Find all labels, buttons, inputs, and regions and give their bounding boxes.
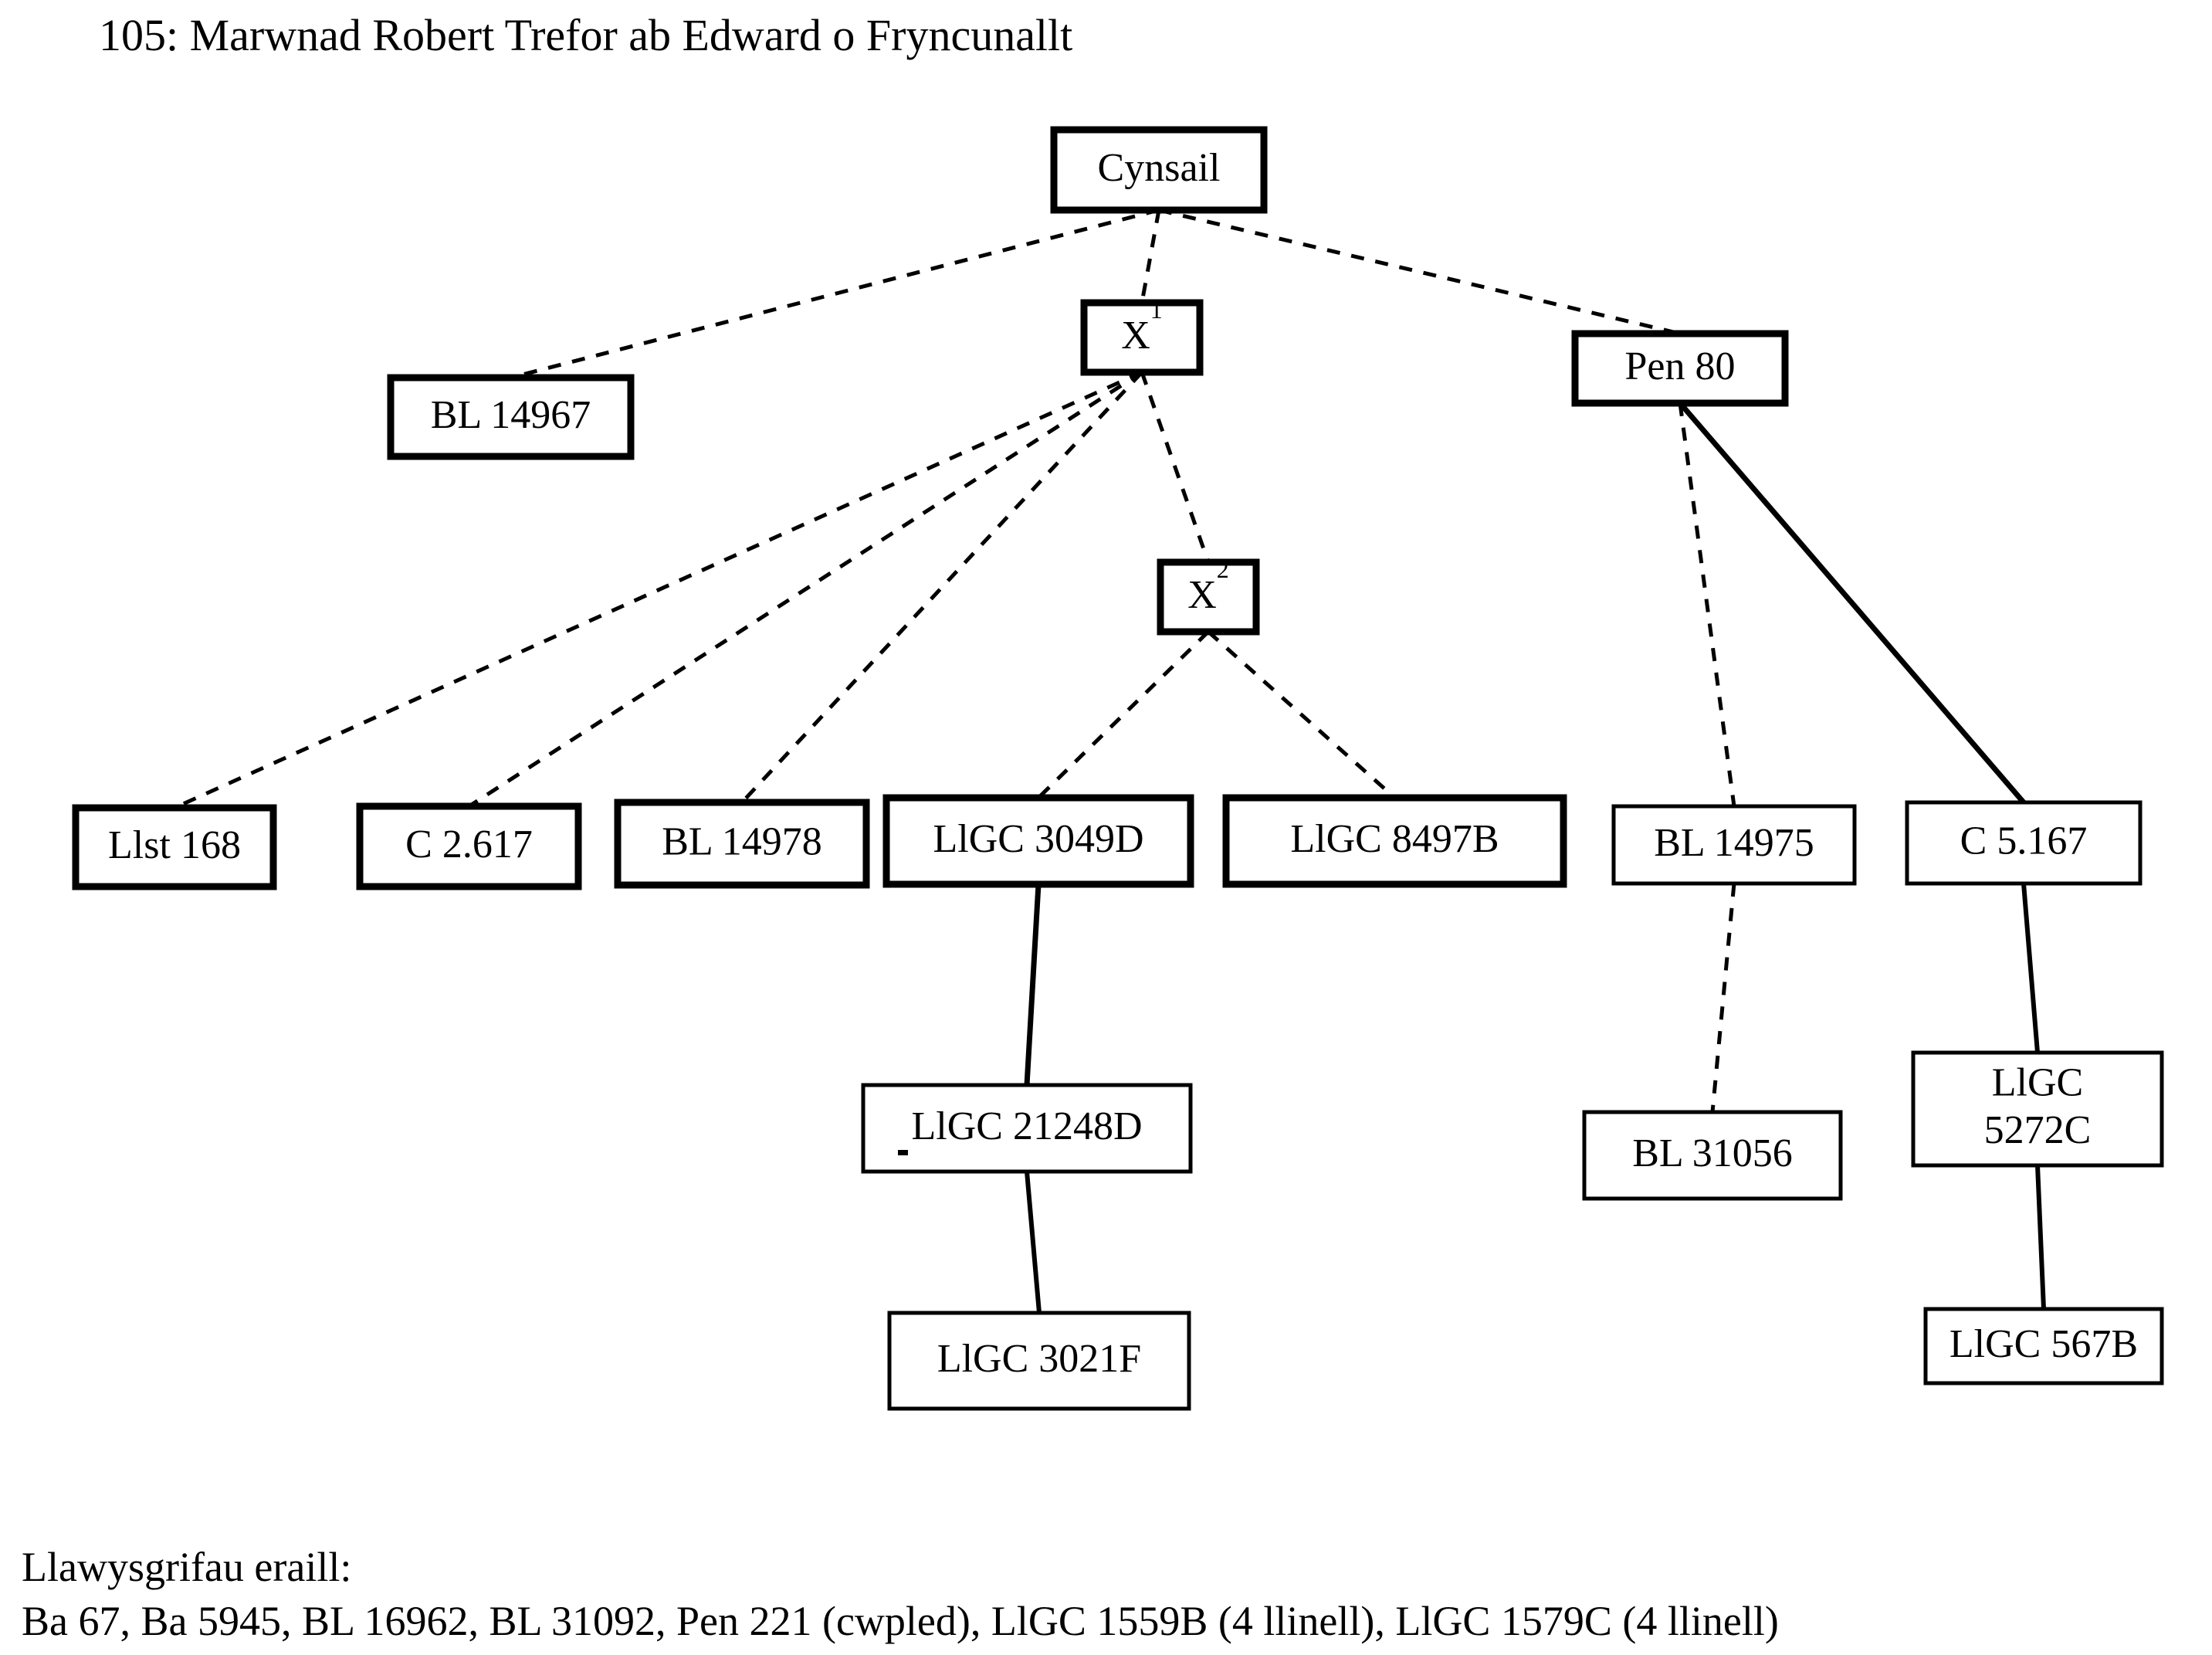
node-c5167[interactable]: C 5.167 bbox=[1905, 800, 2143, 886]
node-box-x1 bbox=[1080, 299, 1204, 376]
node-box-llst168 bbox=[72, 804, 277, 890]
node-llgc3049d[interactable]: LlGC 3049D bbox=[882, 794, 1194, 888]
node-box-bl14978 bbox=[614, 799, 870, 889]
node-box-pen80 bbox=[1571, 330, 1789, 407]
edge-cynsail-to-x1 bbox=[1140, 209, 1161, 304]
node-label-llgc5272c-line2: 5272C bbox=[1984, 1108, 2092, 1152]
node-bl14975[interactable]: BL 14975 bbox=[1611, 804, 1857, 886]
node-label-c5167: C 5.167 bbox=[1960, 819, 2088, 863]
edge-pen80-to-c5167 bbox=[1678, 401, 2026, 805]
node-label-c2617: C 2.617 bbox=[405, 822, 533, 867]
node-box-x2 bbox=[1157, 558, 1260, 636]
node-llgc8497b[interactable]: LlGC 8497B bbox=[1222, 794, 1567, 888]
node-label-bl14978: BL 14978 bbox=[662, 819, 822, 863]
node-box-llgc567b bbox=[1923, 1307, 2164, 1385]
node-x2[interactable]: X2 bbox=[1157, 555, 1260, 636]
node-box-llgc3021f bbox=[887, 1311, 1191, 1411]
edge-x1-to-c2617 bbox=[468, 370, 1143, 809]
footer-heading: Llawysgrifau eraill: bbox=[22, 1544, 351, 1590]
edge-bl14975-to-bl31056 bbox=[1710, 883, 1736, 1113]
node-bl14978[interactable]: BL 14978 bbox=[614, 799, 870, 889]
node-cynsail[interactable]: Cynsail bbox=[1050, 126, 1268, 214]
node-llst168[interactable]: Llst 168 bbox=[72, 804, 277, 890]
edge-x1-to-x2 bbox=[1140, 371, 1211, 563]
edges-layer bbox=[173, 208, 2046, 1314]
node-x1[interactable]: X1 bbox=[1080, 296, 1204, 376]
node-label-pen80: Pen 80 bbox=[1625, 344, 1736, 388]
node-box-bl14975 bbox=[1611, 804, 1857, 886]
node-c2617[interactable]: C 2.617 bbox=[356, 802, 582, 890]
node-bl31056[interactable]: BL 31056 bbox=[1582, 1110, 1843, 1201]
node-box-bl31056 bbox=[1582, 1110, 1843, 1201]
node-label-llst168: Llst 168 bbox=[108, 823, 241, 867]
node-llgc567b[interactable]: LlGC 567B bbox=[1923, 1307, 2164, 1385]
node-label-llgc8497b: LlGC 8497B bbox=[1290, 817, 1499, 861]
node-label-bl14967: BL 14967 bbox=[431, 393, 591, 437]
node-bl14967[interactable]: BL 14967 bbox=[387, 374, 635, 460]
node-box-llgc21248d bbox=[861, 1083, 1193, 1174]
edge-llgc3049d-to-llgc21248d bbox=[1024, 883, 1042, 1086]
node-label-bl14975: BL 14975 bbox=[1654, 821, 1814, 865]
page-title: 105: Marwnad Robert Trefor ab Edward o F… bbox=[99, 10, 1072, 60]
node-llgc21248d[interactable]: LlGC 21248D bbox=[861, 1083, 1193, 1174]
node-label-llgc21248d: LlGC 21248D bbox=[912, 1104, 1143, 1148]
node-box-llgc8497b bbox=[1222, 794, 1567, 888]
footer-manuscripts: Ba 67, Ba 5945, BL 16962, BL 31092, Pen … bbox=[22, 1598, 1779, 1644]
node-label-llgc3021f: LlGC 3021F bbox=[937, 1337, 1141, 1381]
edge-llgc5272c-to-llgc567b bbox=[2035, 1165, 2046, 1310]
node-box-llgc5272c bbox=[1911, 1050, 2164, 1168]
edge-x2-to-llgc3049d bbox=[1037, 630, 1210, 799]
node-label-llgc567b: LlGC 567B bbox=[1949, 1322, 2138, 1366]
node-label-llgc3049d: LlGC 3049D bbox=[933, 817, 1144, 861]
node-box-cynsail bbox=[1050, 126, 1268, 214]
node-pen80[interactable]: Pen 80 bbox=[1571, 330, 1789, 407]
edge-cynsail-to-bl14967 bbox=[510, 208, 1160, 380]
node-box-bl14967 bbox=[387, 374, 635, 460]
node-label-cynsail: Cynsail bbox=[1098, 146, 1221, 190]
scan-artifact-mark bbox=[898, 1150, 908, 1155]
edge-x1-to-bl14978 bbox=[740, 371, 1143, 804]
node-llgc3021f[interactable]: LlGC 3021F bbox=[887, 1311, 1191, 1411]
node-box-llgc3049d bbox=[882, 794, 1194, 888]
edge-x2-to-llgc8497b bbox=[1207, 630, 1397, 799]
node-label-llgc5272c-line1: LlGC bbox=[1992, 1061, 2083, 1105]
edge-c5167-to-llgc5272c bbox=[2021, 883, 2040, 1053]
edge-pen80-to-bl14975 bbox=[1678, 402, 1736, 807]
edge-llgc21248d-to-llgc3021f bbox=[1025, 1171, 1042, 1314]
node-box-c5167 bbox=[1905, 800, 2143, 886]
edge-x1-to-llst168 bbox=[173, 370, 1143, 810]
edge-cynsail-to-pen80 bbox=[1158, 208, 1681, 336]
node-label-bl31056: BL 31056 bbox=[1632, 1131, 1793, 1175]
node-box-c2617 bbox=[356, 802, 582, 890]
